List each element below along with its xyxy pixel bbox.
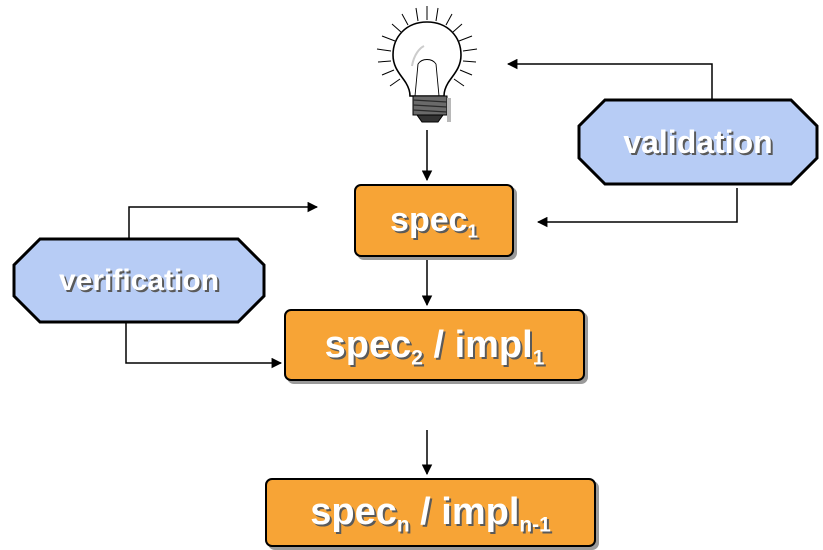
specn-impln-1-box: specn / impln-1: [265, 478, 596, 547]
validation-label: validation: [623, 123, 773, 160]
spec1-label: spec1: [390, 201, 478, 242]
spec1-box: spec1: [354, 184, 514, 257]
arrow-verification-to-spec1: [128, 201, 319, 239]
verification-label: verification: [58, 263, 220, 297]
spec2-impl1-box: spec2 / impl1: [284, 309, 585, 381]
verification-node: verification: [10, 235, 268, 326]
arrow-validation-to-spec1: [536, 188, 738, 228]
spec2-impl1-label: spec2 / impl1: [324, 323, 545, 369]
validation-node: validation: [575, 96, 821, 188]
arrow-verification-to-spec2: [125, 322, 283, 369]
lightbulb-icon: [376, 6, 478, 123]
arrow-validation-to-bulb: [506, 58, 713, 100]
specn-impln-1-label: specn / impln-1: [310, 491, 551, 537]
verification-octagon-shape: [12, 237, 266, 324]
validation-octagon-shape: [577, 98, 819, 186]
